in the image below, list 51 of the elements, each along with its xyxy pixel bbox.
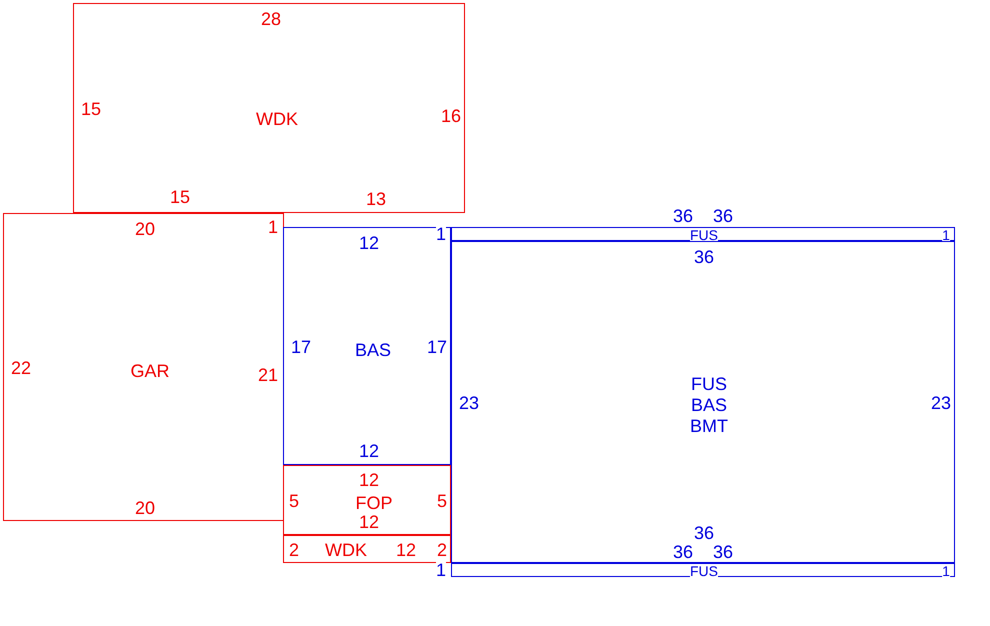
room-code: BAS xyxy=(690,397,728,413)
dimension-label: 2 xyxy=(437,542,447,558)
room-code: GAR xyxy=(130,363,170,379)
dimension-label: 12 xyxy=(358,443,380,459)
dimension-label: 20 xyxy=(134,500,156,516)
dimension-label: 1 xyxy=(268,219,278,235)
room-outline xyxy=(3,213,284,521)
room-code: WDK xyxy=(256,111,298,127)
dimension-label: 36 xyxy=(712,544,734,560)
room-outline xyxy=(451,241,955,563)
room-code: FOP xyxy=(356,495,392,511)
dimension-label: 36 xyxy=(712,208,734,224)
room-outline xyxy=(73,3,465,213)
room-code: BMT xyxy=(690,418,728,434)
dimension-label: 23 xyxy=(458,395,480,411)
dimension-label: 1 xyxy=(436,562,446,578)
dimension-label: 1 xyxy=(436,226,446,242)
room-outline xyxy=(451,563,955,577)
dimension-label: 36 xyxy=(694,249,714,265)
room-code: BAS xyxy=(354,342,392,358)
dimension-label: 36 xyxy=(694,525,714,541)
dimension-label: 22 xyxy=(10,360,32,376)
room-outline xyxy=(283,535,451,563)
room-outline xyxy=(283,227,451,465)
dimension-label: 12 xyxy=(358,514,380,530)
room-code: FUS xyxy=(690,565,718,577)
dimension-label: 2 xyxy=(289,542,299,558)
dimension-label: 13 xyxy=(366,191,386,207)
dimension-label: 12 xyxy=(358,472,380,488)
room-code: WDK xyxy=(325,542,367,558)
dimension-label: 15 xyxy=(80,101,102,117)
dimension-label: 15 xyxy=(170,189,190,205)
dimension-label: 17 xyxy=(426,339,448,355)
dimension-label: 12 xyxy=(358,235,380,251)
room-outline xyxy=(283,465,451,535)
dimension-label: 21 xyxy=(258,367,278,383)
dimension-label: 5 xyxy=(437,493,447,509)
dimension-label: 20 xyxy=(134,221,156,237)
dimension-label: 17 xyxy=(290,339,312,355)
dimension-label: 5 xyxy=(289,493,299,509)
room-outline xyxy=(451,227,955,241)
dimension-label: 28 xyxy=(260,11,282,27)
dimension-label: 16 xyxy=(440,108,462,124)
room-code: FUS xyxy=(691,376,727,392)
dimension-label: 1 xyxy=(942,565,950,577)
dimension-label: 12 xyxy=(396,542,416,558)
dimension-label: 36 xyxy=(672,544,694,560)
dimension-label: 36 xyxy=(672,208,694,224)
dimension-label: 1 xyxy=(942,229,950,241)
dimension-label: 23 xyxy=(930,395,952,411)
room-code: FUS xyxy=(690,229,718,241)
